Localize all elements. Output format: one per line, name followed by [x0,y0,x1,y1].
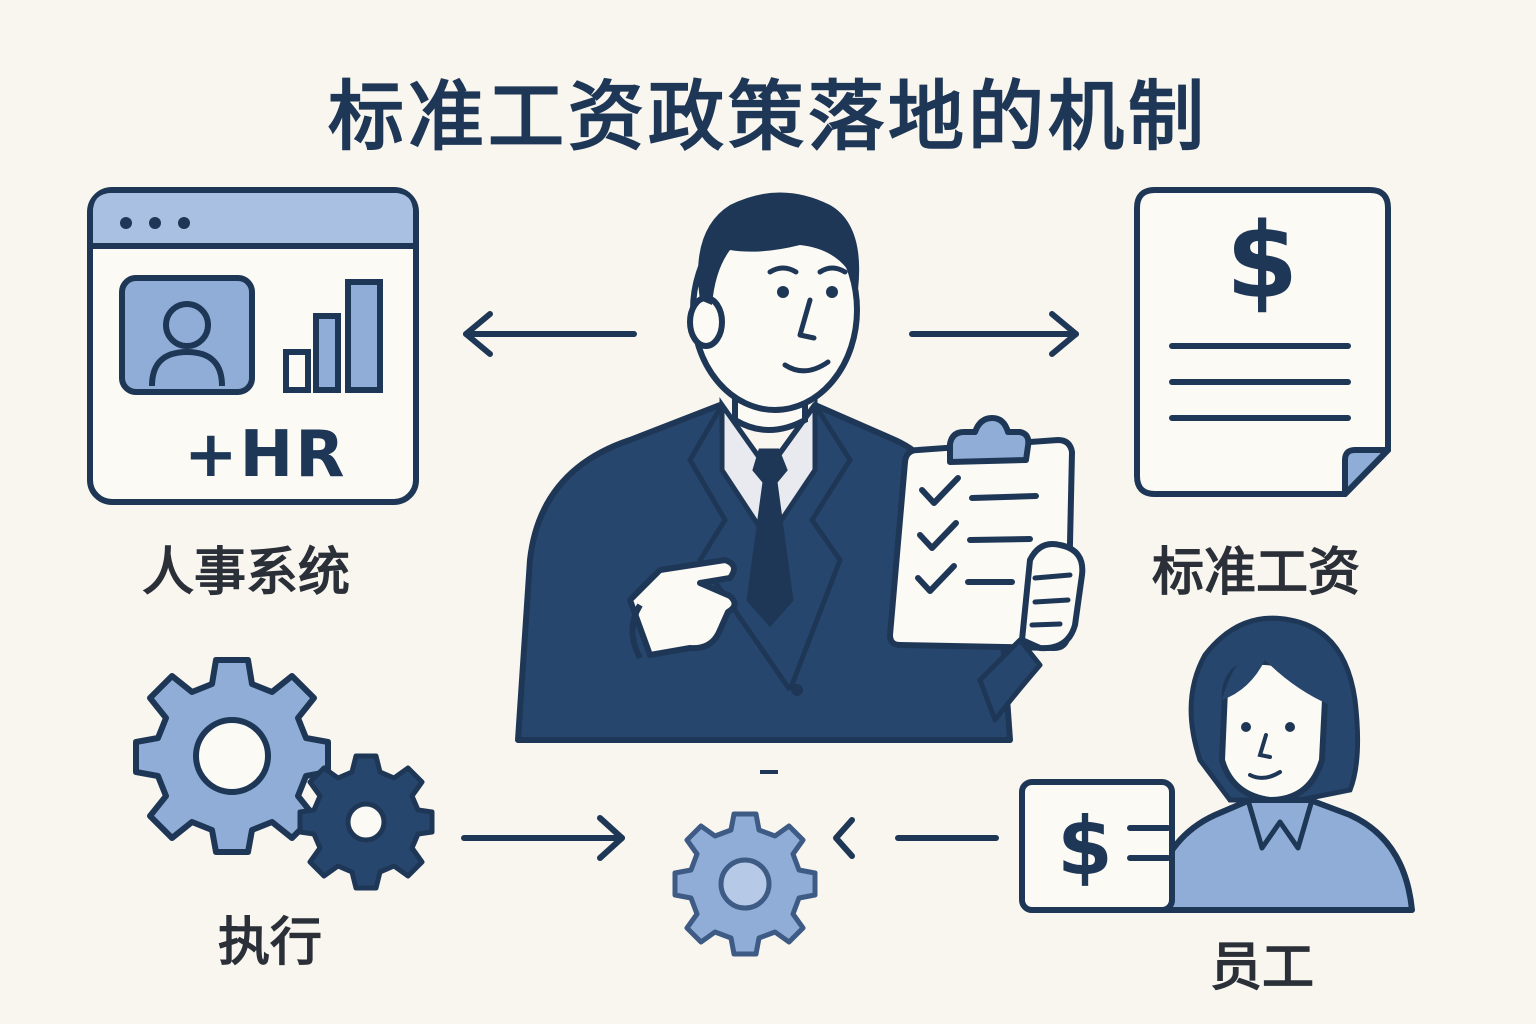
arrow-employee-to-center [833,817,999,859]
execution-label: 执行 [218,913,323,973]
arrow-to-standard-salary [909,311,1079,357]
employee-label: 员工 [1210,938,1315,998]
manager-figure [515,192,1013,743]
employee-figure [1147,615,1415,913]
center-gear-icon [672,811,818,957]
hr-system-window-icon [87,187,419,505]
large-gear-icon [133,657,331,855]
salary-document-icon [1134,187,1391,497]
paycheck-card-icon [1019,779,1175,913]
salary-dollar-icon: $ [1225,200,1299,322]
hr-system-label: 人事系统 [142,543,351,603]
small-gear-icon [297,753,435,891]
paycheck-dollar-icon: $ [1057,800,1113,893]
arrow-execution-to-center [461,815,625,861]
arrow-to-hr-system [463,311,637,357]
diagram-title: 标准工资政策落地的机制 [328,72,1208,161]
clipboard-checklist-icon [886,415,1086,723]
hr-badge: +HR [184,418,347,492]
standard-salary-label: 标准工资 [1152,543,1361,603]
